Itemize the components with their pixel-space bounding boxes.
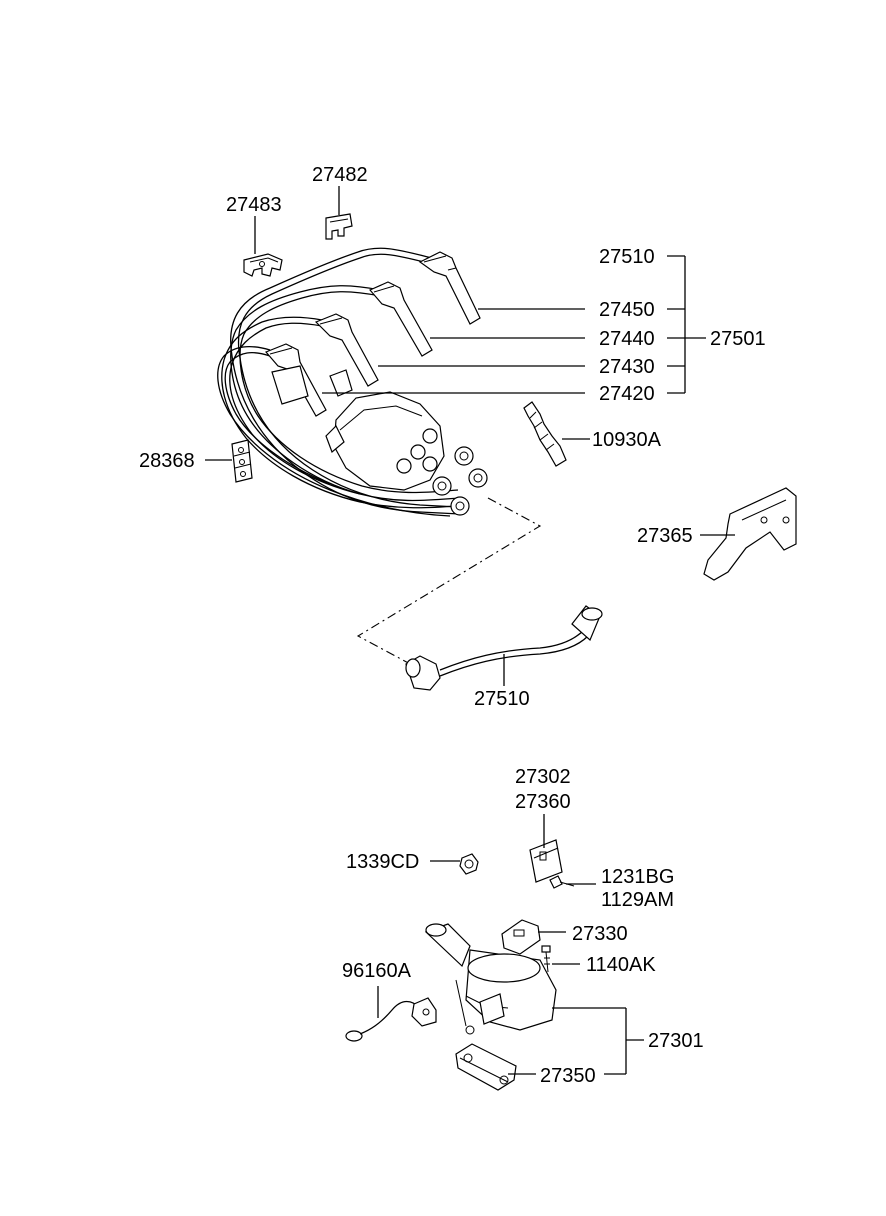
coil-27301-drawing [424,923,557,1035]
label-27483: 27483 [226,194,282,216]
bolt-1140AK-drawing [541,945,551,973]
label-10930A: 10930A [592,429,662,451]
label-27430: 27430 [599,356,655,378]
label-27420: 27420 [599,383,655,405]
connector-27302-drawing [529,839,563,883]
label-1129AM: 1129AM [601,889,674,911]
wire-holder-28368-drawing [231,439,253,483]
label-96160A: 96160A [342,960,412,982]
cap-boots-drawing [432,446,488,516]
label-27360: 27360 [515,791,571,813]
clip-27482-drawing [325,213,353,240]
label-1231BG: 1231BG [601,866,674,888]
label-27330: 27330 [572,923,628,945]
label-27350: 27350 [540,1065,596,1087]
label-1339CD: 1339CD [346,851,419,873]
label-27301: 27301 [648,1030,704,1052]
plug-boot-27430-drawing [314,313,379,387]
sensor-96160A-drawing [345,997,437,1042]
label-1140AK: 1140AK [586,954,656,976]
spark-plug-10930A-drawing [523,401,567,467]
label-27302: 27302 [515,766,571,788]
bracket-27301 [552,1007,644,1075]
label-27501: 27501 [710,328,766,350]
nut-1339CD-drawing [459,853,479,875]
label-27482: 27482 [312,164,368,186]
plug-boot-27440-drawing [369,281,433,357]
label-27510-top: 27510 [599,246,655,268]
coil-wire-27510-drawing [405,605,603,691]
label-28368: 28368 [139,450,195,472]
plug-boot-27450-drawing [418,251,481,325]
bracket-27501 [667,255,706,394]
bracket-27330-drawing [501,919,541,955]
clip-27483-drawing [243,253,283,277]
label-27450: 27450 [599,299,655,321]
screw-1231BG-drawing [549,875,575,889]
label-27510-bottom: 27510 [474,688,530,710]
bracket-27365-drawing [703,487,797,581]
bracket-27350-drawing [455,1043,517,1091]
ignition-wire-bundle-drawing [217,247,461,517]
distributor-cap-drawing [271,365,445,491]
dashed-link [356,497,542,667]
label-27365: 27365 [637,525,693,547]
label-27440: 27440 [599,328,655,350]
